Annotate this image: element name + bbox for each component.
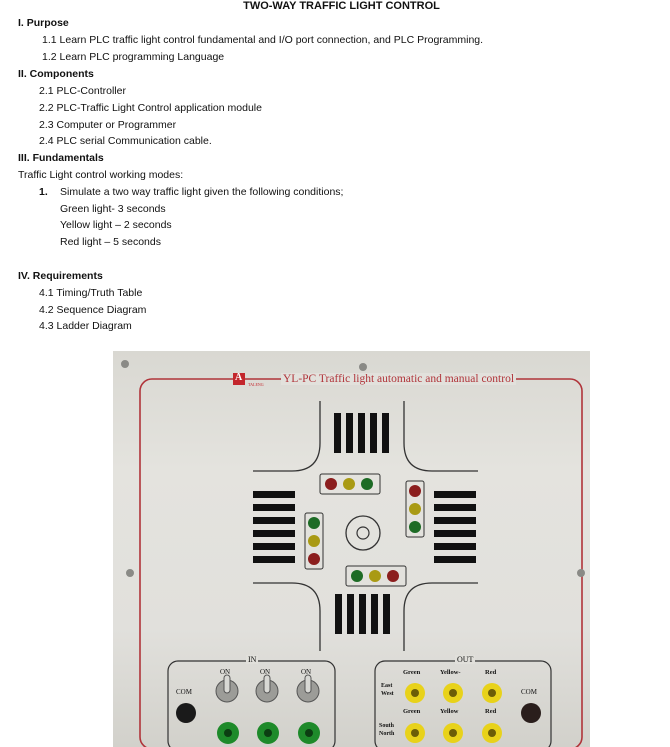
logo-letter: A <box>235 372 243 383</box>
condition-red: Red light – 5 seconds <box>60 236 161 248</box>
mode-text: Simulate a two way traffic light given t… <box>60 186 344 198</box>
panel-title: YL-PC Traffic light automatic and manual… <box>281 373 517 385</box>
components-item-2: 2.2 PLC-Traffic Light Control applicatio… <box>39 102 262 114</box>
out-col-green-bottom: Green <box>403 708 421 715</box>
purpose-item-2: 1.2 Learn PLC programming Language <box>42 51 225 63</box>
document-title: TWO-WAY TRAFFIC LIGHT CONTROL <box>243 0 440 12</box>
fundamentals-heading: III. Fundamentals <box>18 152 104 164</box>
row-south: South <box>379 723 395 729</box>
out-col-red-top: Red <box>485 669 497 676</box>
row-north: North <box>379 731 395 737</box>
out-col-yellow-bottom: Yellow <box>440 708 459 715</box>
switch-label-2: ON <box>260 668 271 676</box>
purpose-item-1: 1.1 Learn PLC traffic light control fund… <box>42 34 484 46</box>
row-west: West <box>381 691 394 697</box>
components-item-3: 2.3 Computer or Programmer <box>39 119 177 131</box>
in-label: IN <box>246 655 259 664</box>
com-right-label: COM <box>521 688 537 696</box>
traffic-light-module-photo: A TALENG YL-PC Traffic light automatic a… <box>113 351 590 747</box>
row-east: East <box>381 683 393 689</box>
out-label: OUT <box>455 655 476 664</box>
requirements-item-2: 4.2 Sequence Diagram <box>39 304 147 316</box>
logo-small-text: TALENG <box>248 382 264 387</box>
out-col-green-top: Green <box>403 669 421 676</box>
switch-label-3: ON <box>301 668 312 676</box>
requirements-heading: IV. Requirements <box>18 270 103 282</box>
condition-green: Green light- 3 seconds <box>60 203 166 215</box>
purpose-heading: I. Purpose <box>18 17 69 29</box>
com-left-label: COM <box>176 688 192 696</box>
requirements-item-3: 4.3 Ladder Diagram <box>39 320 132 332</box>
components-item-1: 2.1 PLC-Controller <box>39 85 126 97</box>
components-heading: II. Components <box>18 68 94 80</box>
requirements-item-1: 4.1 Timing/Truth Table <box>39 287 143 299</box>
out-col-yellow-top: Yellow- <box>440 669 461 676</box>
out-col-red-bottom: Red <box>485 708 497 715</box>
components-item-4: 2.4 PLC serial Communication cable. <box>39 135 212 147</box>
fundamentals-intro: Traffic Light control working modes: <box>18 169 184 181</box>
condition-yellow: Yellow light – 2 seconds <box>60 219 172 231</box>
mode-number: 1. <box>39 186 48 198</box>
switch-label-1: ON <box>220 668 231 676</box>
module-panel-drawing <box>121 360 585 747</box>
